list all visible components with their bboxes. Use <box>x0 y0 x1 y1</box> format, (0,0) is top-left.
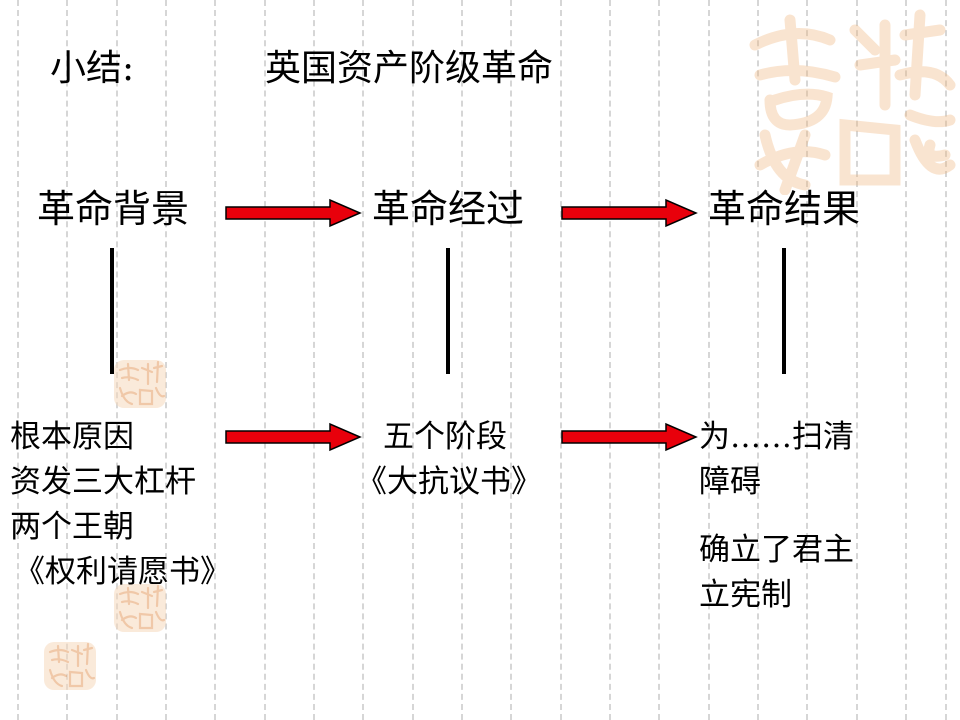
heading-process: 革命经过 <box>372 187 525 231</box>
seal-stamp-2 <box>114 584 166 632</box>
arrow-detail-process-to-result <box>561 422 698 452</box>
page-title: 英国资产阶级革命 <box>265 48 554 89</box>
stem-process <box>446 248 450 374</box>
detail-constitutional-monarchy-2: 立宪制 <box>699 577 792 613</box>
arrow-detail-background-to-process <box>225 422 362 452</box>
arrow-background-to-process <box>225 198 362 228</box>
detail-three-levers: 资发三大杠杆 <box>10 464 196 500</box>
detail-five-stages: 五个阶段 <box>383 419 507 455</box>
detail-constitutional-monarchy-1: 确立了君主 <box>699 532 854 568</box>
arrow-process-to-result <box>561 198 698 228</box>
detail-clear-obstacles-1: 为……扫清 <box>699 419 854 455</box>
heading-result: 革命结果 <box>708 187 861 231</box>
seal-stamp-1 <box>114 360 166 408</box>
stem-background <box>110 248 114 374</box>
detail-two-dynasties: 两个王朝 <box>10 509 134 545</box>
seal-stamp-3 <box>44 642 96 690</box>
auspicious-watermark <box>749 9 956 195</box>
detail-root-cause: 根本原因 <box>10 419 134 455</box>
detail-grand-remonstrance: 《大抗议书》 <box>356 464 542 500</box>
detail-clear-obstacles-2: 障碍 <box>699 464 761 500</box>
stem-result <box>782 248 786 374</box>
summary-label: 小结: <box>50 48 135 89</box>
detail-petition-of-right: 《权利请愿书》 <box>14 554 231 590</box>
heading-background: 革命背景 <box>37 187 190 231</box>
